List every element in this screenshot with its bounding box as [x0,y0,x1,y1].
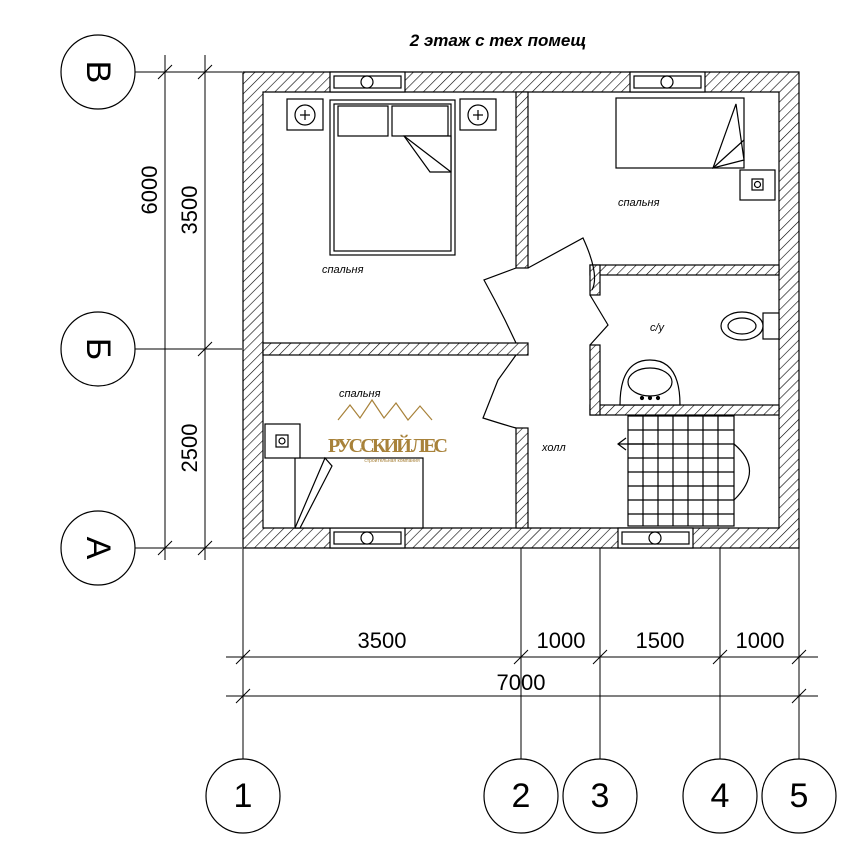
window-bottom-right [617,527,694,549]
interior-walls [262,91,780,529]
window-bottom-left [329,527,406,549]
dim-bottom-4: 1000 [736,628,785,653]
svg-text:3: 3 [591,777,610,815]
svg-text:2: 2 [512,777,531,815]
axis-marker-5: 5 [761,758,837,834]
axis-marker-4: 4 [682,758,758,834]
logo-subtitle: строительная компания [364,458,420,464]
bottom-dimension-lines [226,548,818,760]
window-top-right [629,71,706,93]
door-swings [482,237,609,429]
dim-bottom-total: 7000 [497,670,546,695]
outer-walls [242,71,800,549]
axis-marker-v: В [60,34,136,110]
axis-marker-2: 2 [483,758,559,834]
single-bed-bottom [294,456,424,529]
axis-marker-3: 3 [562,758,638,834]
svg-text:4: 4 [711,777,730,815]
dim-bottom-3: 1500 [636,628,685,653]
left-dimension-lines [135,55,242,560]
staircase [627,415,750,527]
axis-marker-1: 1 [205,758,281,834]
dim-left-upper: 3500 [177,186,202,235]
window-top-left [329,71,406,93]
stair-direction-arrow [617,437,655,451]
double-bed [329,99,456,256]
room-label-hall: холл [541,442,566,454]
logo-text: РУССКИЙ ЛЕС [328,434,448,457]
axis-marker-b: Б [60,311,136,387]
svg-text:Б: Б [79,338,117,360]
plan-title: 2 этаж с тех помещ [409,31,587,50]
svg-text:1: 1 [234,777,253,815]
toilet [720,311,780,341]
room-label-bedroom-bottom-left: спальня [339,388,381,400]
nightstand-left [286,98,324,131]
nightstand-bottom-left [264,423,301,459]
dim-bottom-1: 3500 [358,628,407,653]
nightstand-top-right [739,169,776,201]
dim-left-total: 6000 [137,166,162,215]
room-label-bathroom: с/у [650,322,666,334]
axis-marker-a: А [60,510,136,586]
svg-text:А: А [79,537,117,560]
nightstand-right [459,98,497,131]
svg-text:5: 5 [790,777,809,815]
svg-text:В: В [79,61,117,84]
dim-left-lower: 2500 [177,424,202,473]
company-logo: РУССКИЙ ЛЕС строительная компания [328,398,448,464]
room-label-bedroom-top-right: спальня [618,197,660,209]
single-bed-top [615,97,745,169]
sink [619,359,681,406]
dim-bottom-2: 1000 [537,628,586,653]
room-label-bedroom-top-left: спальня [322,264,364,276]
